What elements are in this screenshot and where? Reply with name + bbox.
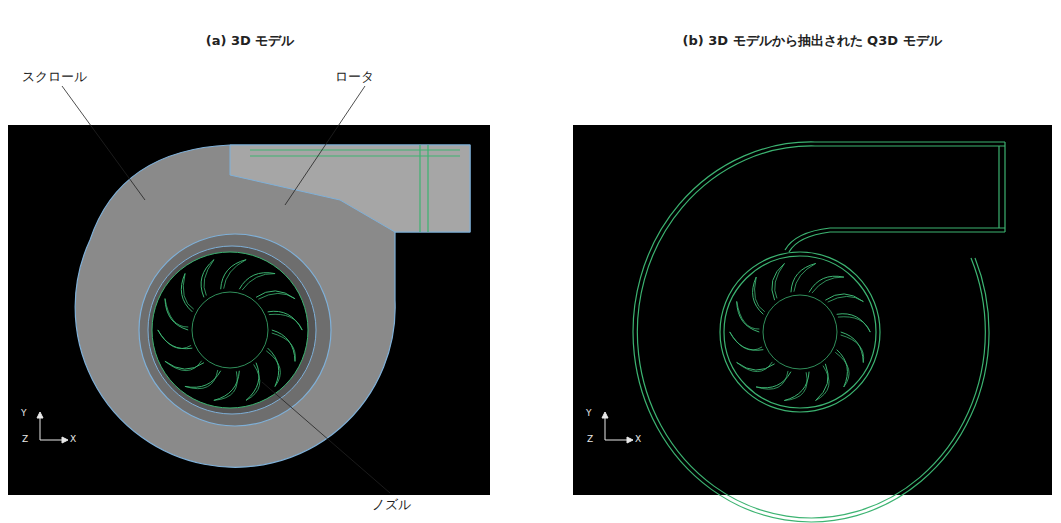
rotor-blade (239, 273, 275, 290)
rotor-blade (256, 291, 295, 299)
rotor-blade (246, 364, 260, 400)
rotor-blade (772, 263, 785, 300)
axis-triad (37, 412, 633, 443)
rotor-blade (838, 317, 870, 332)
rotor-blade (816, 366, 829, 401)
rotor-blade (828, 296, 864, 302)
q3d-scroll (633, 142, 1005, 522)
rotor-blade (737, 362, 773, 372)
rotor-blade (730, 332, 762, 350)
rotor (730, 263, 871, 400)
rotor-blade (258, 293, 295, 299)
rotor-blade (185, 370, 218, 389)
axis-label: X (635, 434, 641, 444)
rotor-blade (730, 332, 764, 350)
rotor-blade (165, 361, 202, 371)
rotor-blade (816, 364, 829, 401)
rotor-blade (775, 263, 785, 298)
rotor-blade (181, 273, 192, 311)
rotor-hub (192, 292, 268, 368)
rotor-blade (158, 330, 193, 349)
rotor-blade (837, 350, 848, 387)
rotor (158, 260, 302, 401)
rotor-blade (268, 348, 279, 386)
rotor-blade (755, 277, 765, 312)
axis-label: Z (22, 434, 28, 444)
scroll-top (230, 145, 470, 232)
rotor-blade (242, 274, 275, 290)
rotor-hub (763, 295, 837, 369)
leader-line (62, 86, 390, 493)
panel-title: (a) 3D モデル (206, 32, 295, 50)
axis-label: Z (587, 434, 593, 444)
part-name: ロータ (335, 68, 374, 86)
rotor-blade (756, 371, 788, 389)
panel-ground (8, 125, 490, 495)
rotor-blade (268, 311, 303, 330)
nozzle-ring (139, 234, 331, 426)
axis-label: Y (586, 408, 592, 418)
rotor-blade (266, 351, 280, 387)
part-name: ノズル (372, 496, 411, 514)
rotor-blade (269, 314, 302, 330)
panel-ground (573, 125, 1052, 495)
rotor-blade (753, 277, 764, 314)
rotor-blade (825, 294, 863, 302)
rotor-blade (246, 363, 259, 401)
rotor-blade (809, 276, 844, 292)
axis-label: X (70, 434, 76, 444)
scroll-body (75, 145, 470, 467)
rotor-blade (158, 330, 191, 349)
axis-label: Y (21, 408, 27, 418)
rotor-blade (204, 260, 214, 296)
rotor-blade (183, 273, 193, 309)
rotor-blade (201, 260, 214, 298)
rotor-blade (837, 314, 871, 332)
rotor-blade (812, 277, 844, 293)
rotor-blade (835, 352, 849, 387)
part-name: スクロール (22, 68, 87, 86)
panel-title: (b) 3D モデルから抽出された Q3D モデル (682, 32, 941, 50)
